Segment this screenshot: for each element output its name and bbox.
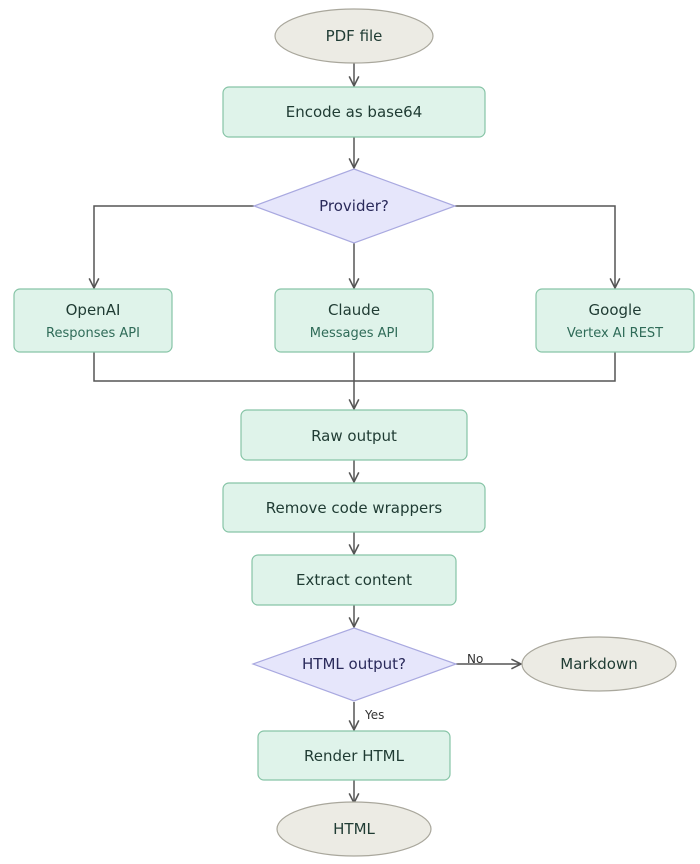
node-html: HTML: [276, 801, 432, 857]
node-claude-title: Claude: [328, 301, 380, 319]
node-openai-title: OpenAI: [66, 301, 121, 319]
node-google: Google Vertex AI REST: [535, 288, 695, 353]
node-html-output-label: HTML output?: [302, 655, 406, 673]
node-claude: Claude Messages API: [274, 288, 434, 353]
node-openai: OpenAI Responses API: [13, 288, 173, 353]
edge-label-no: No: [467, 652, 483, 666]
node-html-output-decision: HTML output?: [251, 627, 458, 702]
node-raw-output-label: Raw output: [311, 427, 397, 445]
node-pdf-file-label: PDF file: [326, 27, 383, 45]
node-provider-decision: Provider?: [252, 168, 457, 244]
node-provider-label: Provider?: [319, 197, 389, 215]
node-openai-subtitle: Responses API: [46, 326, 140, 341]
node-remove-code-wrappers: Remove code wrappers: [222, 482, 486, 533]
node-render-html: Render HTML: [257, 730, 451, 781]
edge-provider-to-openai: [94, 205, 254, 288]
node-raw-output: Raw output: [240, 409, 468, 461]
node-markdown-label: Markdown: [560, 655, 637, 673]
node-encode-base64-label: Encode as base64: [286, 103, 423, 121]
node-extract-content-label: Extract content: [296, 571, 412, 589]
node-claude-subtitle: Messages API: [310, 326, 398, 341]
node-pdf-file: PDF file: [274, 8, 434, 64]
node-remove-code-wrappers-label: Remove code wrappers: [266, 499, 443, 517]
edge-google-to-merge: [354, 352, 616, 382]
node-render-html-label: Render HTML: [304, 747, 405, 765]
edge-openai-to-merge: [93, 352, 354, 382]
node-markdown: Markdown: [521, 636, 677, 692]
node-html-label: HTML: [333, 820, 375, 838]
edge-label-yes: Yes: [364, 708, 384, 722]
node-encode-base64: Encode as base64: [222, 86, 486, 138]
edges: [94, 63, 615, 803]
edge-provider-to-google: [455, 205, 615, 288]
node-google-subtitle: Vertex AI REST: [567, 326, 663, 341]
node-extract-content: Extract content: [251, 554, 457, 606]
node-google-title: Google: [589, 301, 642, 319]
